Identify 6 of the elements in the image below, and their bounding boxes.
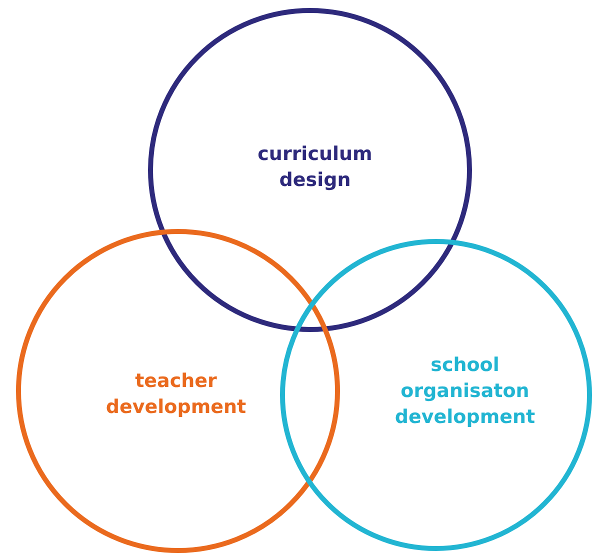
venn-circle — [280, 239, 592, 551]
venn-circle — [148, 8, 472, 332]
circle-label: curriculum design — [256, 142, 374, 193]
circle-label: teacher development — [104, 369, 248, 420]
circle-label: school organisaton development — [394, 353, 536, 430]
venn-circle — [16, 229, 340, 553]
